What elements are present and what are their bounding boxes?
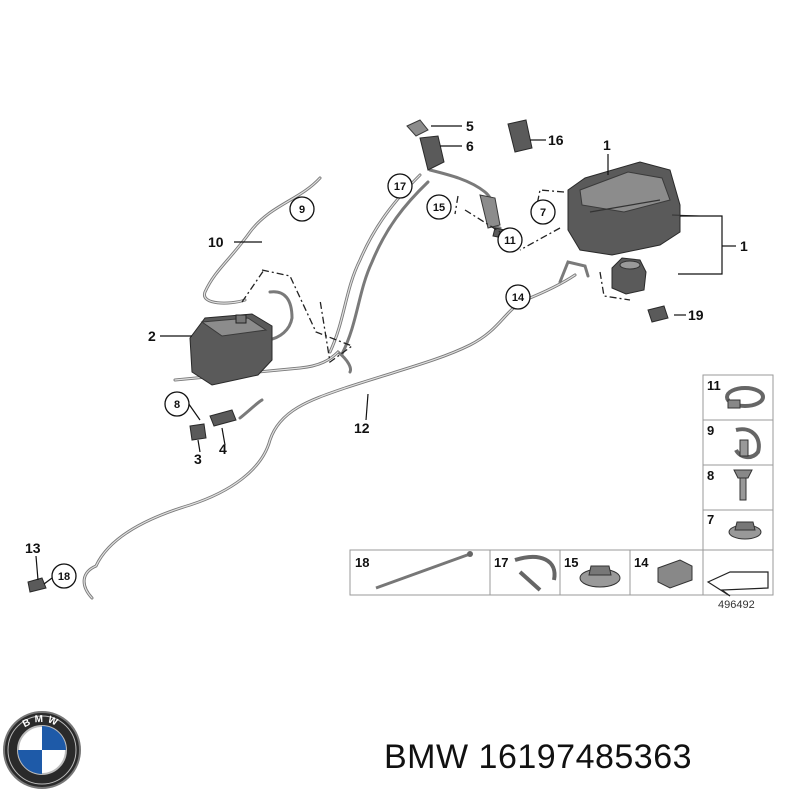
callout-1b: 1: [740, 238, 748, 254]
callout-16: 16: [548, 132, 564, 148]
legend-cell-15: 15: [564, 555, 578, 570]
filler-neck: [406, 119, 445, 171]
callout-10: 10: [208, 234, 224, 250]
callout-3: 3: [194, 451, 202, 467]
legend-cell-7: 7: [707, 512, 714, 527]
callout-5: 5: [466, 118, 474, 134]
part-3: [189, 423, 207, 441]
bmw-logo: BMW: [3, 711, 81, 789]
brand-part-number: BMW 16197485363: [384, 738, 693, 776]
callout-14: 14: [512, 292, 525, 304]
callout-13: 13: [25, 540, 41, 556]
callout-17: 17: [394, 181, 406, 193]
callout-6: 6: [466, 138, 474, 154]
hose-lines: [82, 168, 590, 600]
callout-4: 4: [219, 441, 227, 457]
tank-2: [189, 313, 273, 386]
part-4: [209, 409, 237, 427]
pump: [611, 257, 647, 295]
legend-cell-11: 11: [707, 378, 721, 393]
part-16: [507, 119, 533, 153]
callout-8: 8: [174, 399, 180, 411]
callout-15: 15: [433, 202, 445, 214]
callout-11: 11: [504, 235, 516, 247]
legend-cell-17: 17: [494, 555, 508, 570]
callout-18: 18: [58, 571, 70, 583]
part-13: [27, 577, 47, 593]
legend-bottom: 18 17 15 14 496492: [349, 549, 774, 611]
legend-cell-14: 14: [634, 555, 649, 570]
callout-2: 2: [148, 328, 156, 344]
legend-cell-9: 9: [707, 423, 714, 438]
callout-19: 19: [688, 307, 704, 323]
tank-1: [567, 161, 701, 256]
callout-12: 12: [354, 420, 370, 436]
reference-number: 496492: [718, 599, 755, 611]
callout-9: 9: [299, 204, 305, 216]
callout-7: 7: [540, 207, 546, 219]
callout-1a: 1: [603, 137, 611, 153]
legend-cell-18: 18: [355, 555, 369, 570]
part-19: [647, 305, 669, 323]
legend-cell-8: 8: [707, 468, 714, 483]
legend-side: 11 9 8 7: [702, 374, 774, 551]
